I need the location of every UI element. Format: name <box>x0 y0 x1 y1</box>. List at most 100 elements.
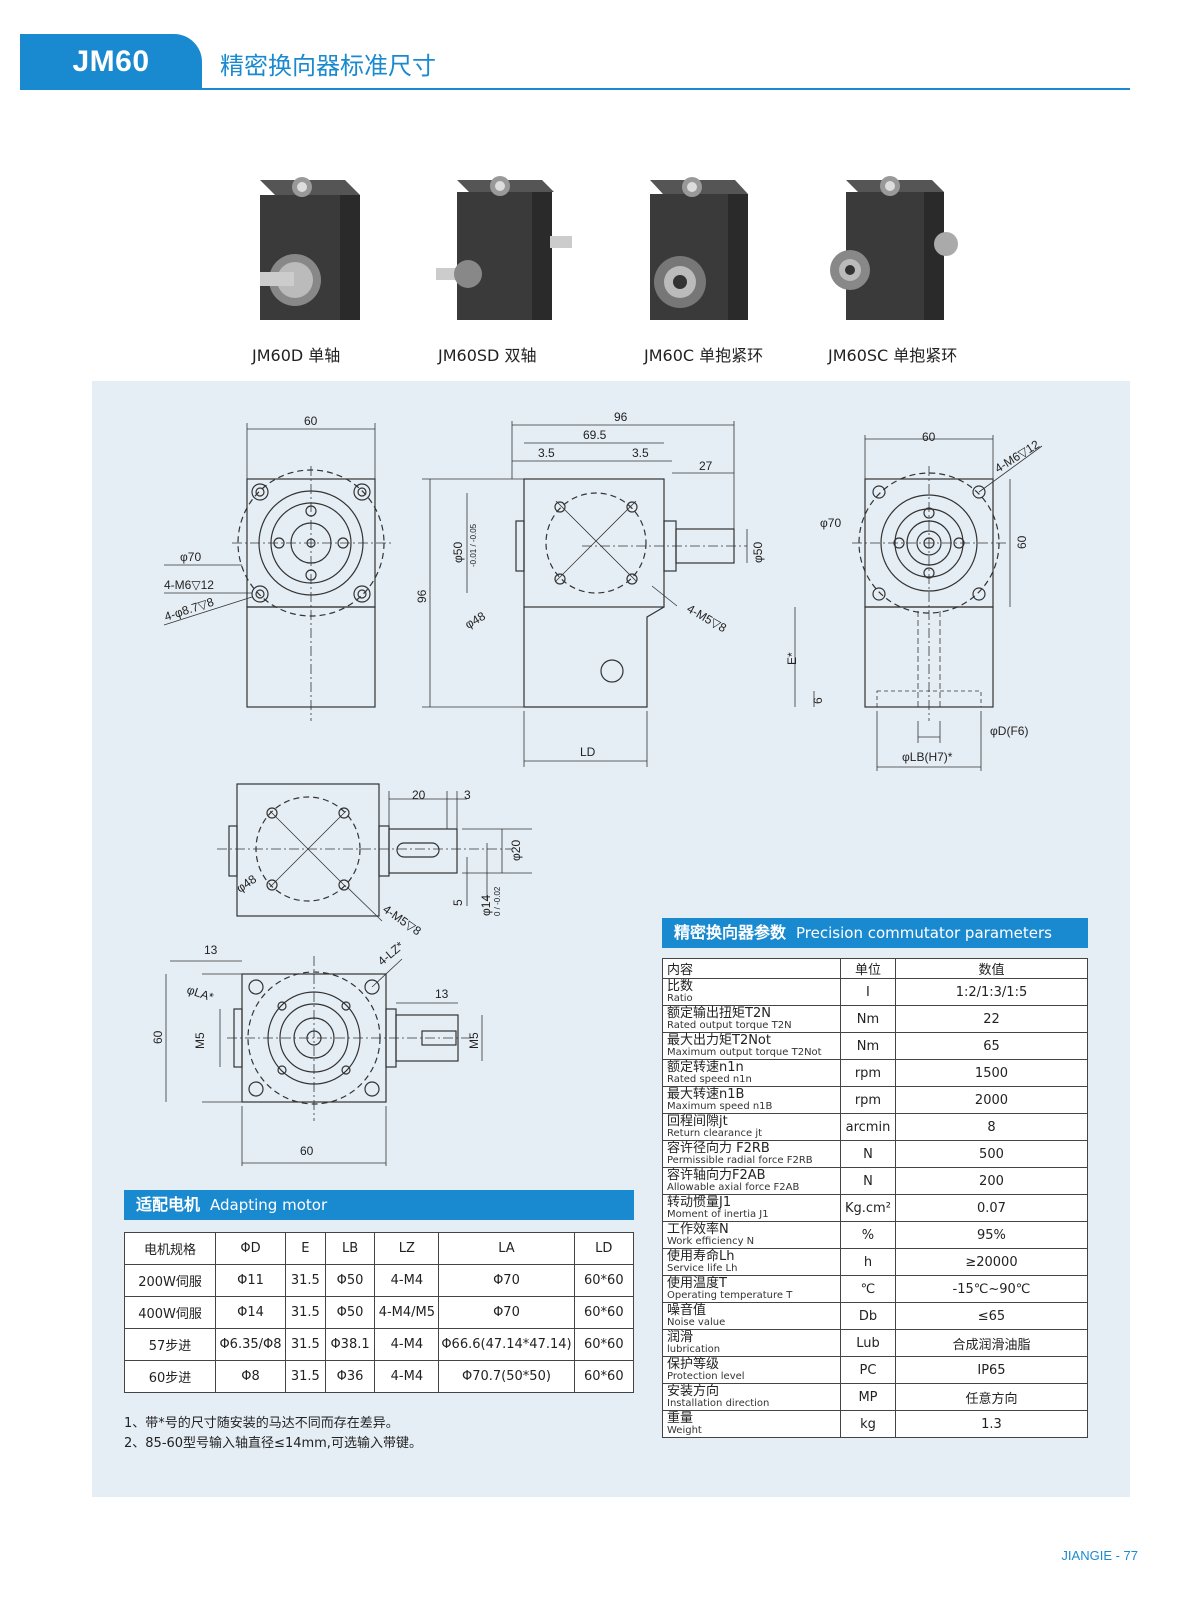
dim-front-d87: 4-φ8.7▽8 <box>163 595 216 624</box>
param-value: 95% <box>894 1221 1089 1249</box>
motor-cell: 31.5 <box>284 1328 326 1361</box>
param-unit: I <box>840 978 896 1006</box>
param-value: 0.07 <box>894 1194 1089 1222</box>
param-name-en: Work efficiency N <box>667 1236 755 1247</box>
param-name-zh: 润滑 <box>667 1330 694 1345</box>
param-name-zh: 安装方向 <box>667 1384 720 1399</box>
dim-side-96: 96 <box>614 410 628 424</box>
product-label-jm60d: JM60D 单轴 <box>252 346 341 365</box>
dim-shaft-20: 20 <box>412 788 426 802</box>
motor-col-e: E <box>284 1232 326 1265</box>
motor-cell: 400W伺服 <box>123 1296 217 1329</box>
motor-cell: 60*60 <box>573 1328 635 1361</box>
param-value: 200 <box>894 1167 1089 1195</box>
dim-right-m6: 4-M6▽12 <box>992 437 1042 475</box>
product-image-jm60sc <box>830 176 958 320</box>
param-value: 1500 <box>894 1059 1089 1087</box>
param-unit: PC <box>840 1356 896 1384</box>
motor-cell: Φ50 <box>324 1296 376 1329</box>
side-view <box>422 421 748 767</box>
motor-cell: Φ50 <box>324 1264 376 1297</box>
dim-right-dd: φD(F6) <box>990 724 1028 738</box>
motor-cell: 60*60 <box>573 1264 635 1297</box>
note-1: 1、带*号的尺寸随安装的马达不同而存在差异。 <box>124 1416 399 1431</box>
motor-cell: Φ38.1 <box>324 1328 376 1361</box>
dim-shaft-3: 3 <box>464 788 471 802</box>
right-view <box>794 435 1043 771</box>
params-col-unit: 单位 <box>840 958 896 979</box>
param-name-zh: 工作效率N <box>667 1222 729 1237</box>
param-value: 8 <box>894 1113 1089 1141</box>
param-unit: Kg.cm² <box>840 1194 896 1222</box>
param-value: IP65 <box>894 1356 1089 1384</box>
param-name-en: Noise value <box>667 1317 726 1328</box>
motor-cell: 31.5 <box>284 1264 326 1297</box>
dim-shaft-m5: 4-M5▽8 <box>380 902 424 938</box>
dim-side-d50l: φ50 <box>451 542 465 563</box>
dim-input-13a: 13 <box>204 943 218 957</box>
param-name-en: Rated output torque T2N <box>667 1020 792 1031</box>
dim-shaft-5: 5 <box>451 899 465 906</box>
dim-input-h60: 60 <box>151 1030 165 1044</box>
param-value: 500 <box>894 1140 1089 1168</box>
product-label-jm60sd: JM60SD 双轴 <box>438 346 537 365</box>
dim-side-ld: LD <box>580 745 596 759</box>
param-unit: rpm <box>840 1086 896 1114</box>
dim-shaft-phi14: φ14 <box>479 895 493 916</box>
param-name-en: Service life Lh <box>667 1263 738 1274</box>
dim-right-d70: φ70 <box>820 516 841 530</box>
dim-side-d48: φ48 <box>463 609 489 632</box>
motor-cell: 60*60 <box>573 1296 635 1329</box>
param-name-zh: 使用温度T <box>667 1276 727 1291</box>
param-name-en: Operating temperature T <box>667 1290 793 1301</box>
dim-front-d70: φ70 <box>180 550 201 564</box>
param-name-zh: 容许径向力 F2RB <box>667 1141 770 1156</box>
param-name-zh: 重量 <box>667 1411 694 1426</box>
param-name-en: Maximum output torque T2Not <box>667 1047 822 1058</box>
motor-cell: Φ70 <box>438 1264 575 1297</box>
dim-side-m5: 4-M5▽8 <box>685 601 730 635</box>
params-title-en: Precision commutator parameters <box>796 924 1052 942</box>
param-name-en: Weight <box>667 1425 702 1436</box>
motor-col-spec: 电机规格 <box>123 1232 217 1265</box>
param-name-en: Moment of inertia J1 <box>667 1209 769 1220</box>
param-name-zh: 额定输出扭矩T2N <box>667 1006 771 1021</box>
dim-side-tol50: -0.01 / -0.05 <box>469 523 478 567</box>
motor-cell: 4-M4 <box>374 1264 440 1297</box>
shaft-view <box>217 783 532 922</box>
header-rule <box>200 88 1130 90</box>
param-unit: % <box>840 1221 896 1249</box>
motor-cell: 60*60 <box>573 1360 635 1393</box>
param-name-en: Ratio <box>667 993 693 1004</box>
dim-side-69-5: 69.5 <box>583 428 607 442</box>
param-value: 22 <box>894 1005 1089 1033</box>
params-col-item: 内容 <box>662 958 841 979</box>
dim-input-m5b: M5 <box>467 1032 481 1049</box>
param-name-zh: 使用寿命Lh <box>667 1249 735 1264</box>
param-value: 1:2/1:3/1:5 <box>894 978 1089 1006</box>
param-unit: ℃ <box>840 1275 896 1303</box>
dim-input-13b: 13 <box>435 987 449 1001</box>
motor-col-la: LA <box>438 1232 575 1265</box>
motor-cell: 31.5 <box>284 1360 326 1393</box>
param-unit: N <box>840 1167 896 1195</box>
motor-col-ld: LD <box>573 1232 635 1265</box>
param-unit: Nm <box>840 1032 896 1060</box>
